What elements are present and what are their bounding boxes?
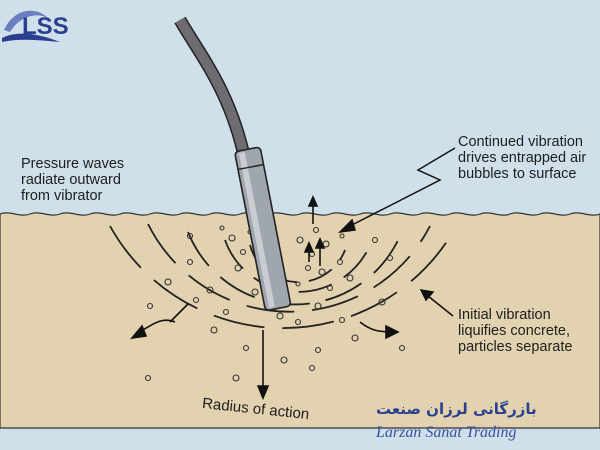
radius-arrows	[130, 303, 400, 401]
air-bubbles	[144, 225, 406, 382]
vibrator-probe	[234, 146, 292, 311]
continued-vibration-leader	[337, 147, 456, 234]
company-logo-icon: LSS	[2, 10, 69, 42]
logo-persian-text: بازرگانی لرزان صنعت	[376, 400, 537, 418]
logo-mark-text: LSS	[22, 13, 69, 40]
continued-vibration-label: Continued vibration drives entrapped air…	[458, 134, 587, 182]
bubble-up-arrows	[303, 195, 326, 266]
initial-vibration-label: Initial vibration liquifies concrete, pa…	[458, 307, 573, 355]
logo-english-text: Larzan Sanat Trading	[376, 424, 517, 441]
pressure-waves-label: Pressure waves radiate outward from vibr…	[21, 156, 125, 204]
initial-vibration-leader	[419, 289, 454, 317]
